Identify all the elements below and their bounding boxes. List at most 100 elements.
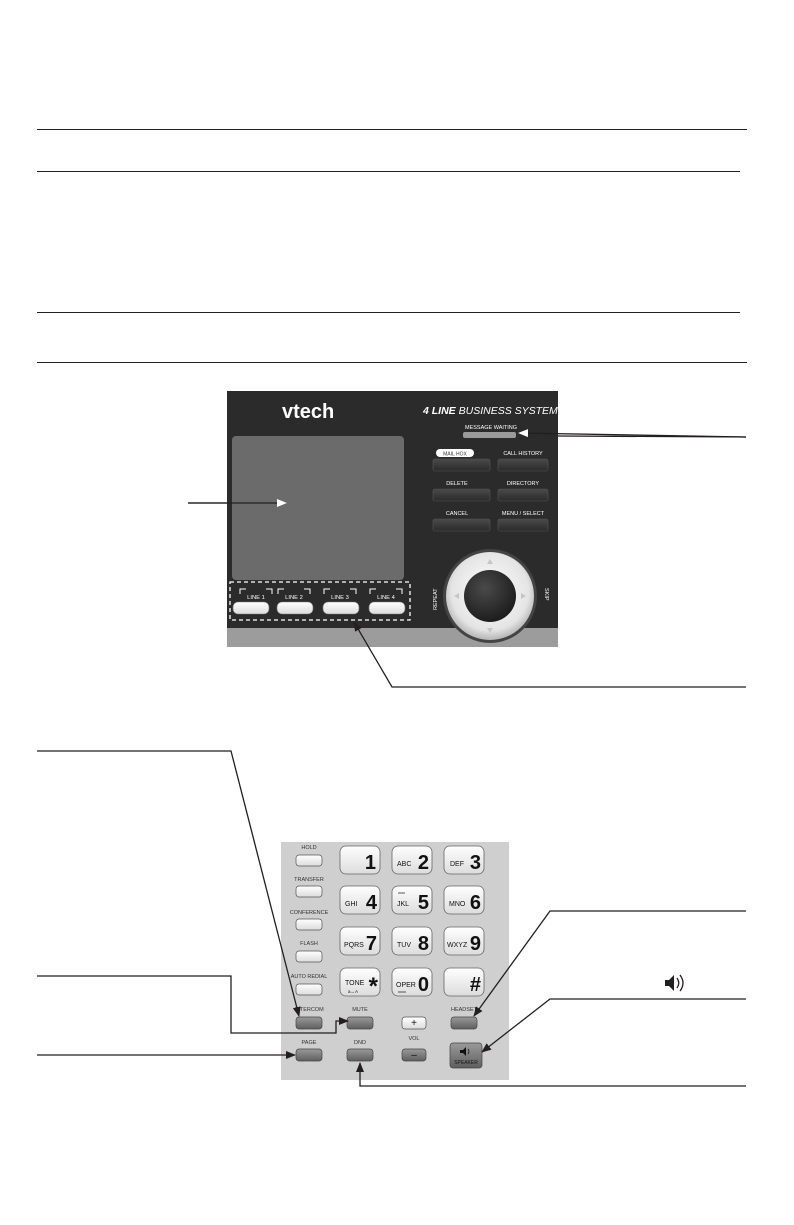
callout-intercom [37,750,301,1017]
svg-text:9: 9 [470,933,481,955]
menu-select-key[interactable]: MENU / SELECT [497,511,549,532]
dial-key-5[interactable]: JKL 5 [391,885,433,915]
section-rule-2 [37,362,747,363]
dial-key-1[interactable]: 1 [339,845,381,875]
repeat-label: REPEAT [433,588,439,610]
dial-key-3[interactable]: DEF 3 [443,845,485,875]
callout-dnd [356,1062,746,1087]
svg-text:INTERCOM: INTERCOM [294,1007,324,1013]
dnd-key[interactable]: DND [346,1040,374,1062]
section-rule-1 [37,312,740,313]
flash-key[interactable]: FLASH [295,941,323,963]
svg-text:1: 1 [365,852,376,874]
dial-key-7[interactable]: PQRS 7 [339,926,381,956]
svg-text:TRANSFER: TRANSFER [294,877,324,883]
svg-text:DND: DND [354,1040,366,1046]
phone-top-panel: vtech 4 LINE BUSINESS SYSTEM MESSAGE WAI… [227,391,558,647]
directory-key[interactable]: DIRECTORY [497,481,549,502]
line-keys-highlight-box [229,581,411,621]
svg-text:4: 4 [366,892,378,914]
svg-text:#: # [470,974,481,996]
nav-up-icon [487,559,493,564]
nav-left-icon [454,593,459,599]
line-4-key[interactable] [368,601,406,615]
svg-text:MAIL HOX: MAIL HOX [443,452,467,458]
line-3-key[interactable] [322,601,360,615]
svg-text:2: 2 [418,852,429,874]
volume-down-key[interactable]: – [401,1048,427,1062]
dial-key-6[interactable]: MNO 6 [443,885,485,915]
svg-text:AUTO REDIAL: AUTO REDIAL [291,974,328,980]
svg-text:ABC: ABC [397,861,411,868]
svg-text:DEF: DEF [450,861,464,868]
message-waiting-label: MESSAGE WAITING [465,425,517,431]
nav-right-icon [521,593,526,599]
speaker-key-icon [460,1047,470,1056]
svg-text:MENU / SELECT: MENU / SELECT [502,511,545,517]
delete-key[interactable]: DELETE [432,481,491,502]
line-3-label: LINE 3 [331,595,349,601]
mute-key[interactable]: MUTE [346,1007,374,1030]
callout-headset [473,910,746,1017]
message-waiting-indicator [463,432,516,438]
svg-text:SPEAKER: SPEAKER [454,1060,478,1066]
cancel-key[interactable]: CANCEL [432,511,491,532]
speaker-key[interactable]: SPEAKER [449,1042,483,1069]
svg-text:a↔A: a↔A [348,989,358,994]
dial-key-2[interactable]: ABC 2 [391,845,433,875]
svg-text:3: 3 [470,852,481,874]
svg-text:PAGE: PAGE [302,1040,317,1046]
svg-text:TONE: TONE [345,980,365,987]
callout-speaker [481,998,746,1053]
callout-mute [37,975,349,1034]
skip-label: SKIP [543,588,549,601]
svg-text:7: 7 [366,933,377,955]
svg-text:CONFERENCE: CONFERENCE [290,910,329,916]
page-key[interactable]: PAGE [295,1040,323,1062]
mailbox-key[interactable]: MAIL HOX [432,449,491,472]
svg-text:DIRECTORY: DIRECTORY [507,481,540,487]
conference-key[interactable]: CONFERENCE [290,910,329,931]
svg-text:HOLD: HOLD [301,845,316,851]
lcd-screen [232,436,404,580]
svg-text:+: + [411,1018,417,1029]
svg-text:6: 6 [470,892,481,914]
dial-key-0[interactable]: OPER 0 [391,967,433,997]
navigation-wheel[interactable] [443,549,537,643]
header-rule-2 [37,171,740,172]
phone-bottom-panel: HOLD TRANSFER CONFERENCE FLASH AUTO REDI… [281,842,509,1080]
svg-text:0: 0 [418,974,429,996]
svg-text:PQRS: PQRS [344,942,364,949]
svg-text:CALL HISTORY: CALL HISTORY [503,451,543,457]
svg-text:TUV: TUV [397,942,411,949]
select-center-button[interactable] [464,570,516,622]
line-4-label: LINE 4 [377,595,395,601]
svg-text:OPER: OPER [396,982,416,989]
dial-key-hash[interactable]: # [443,967,485,997]
svg-text:WXYZ: WXYZ [447,942,468,949]
call-history-key[interactable]: CALL HISTORY [497,451,549,472]
volume-label: VOL [408,1036,419,1042]
intercom-key[interactable]: INTERCOM [294,1007,324,1030]
dial-key-8[interactable]: TUV 8 [391,926,433,956]
headset-key[interactable]: HEADSET [450,1007,478,1030]
line-2-key[interactable] [276,601,314,615]
dial-key-4[interactable]: GHI 4 [339,885,381,915]
volume-up-key[interactable]: + [401,1016,427,1030]
transfer-key[interactable]: TRANSFER [294,877,324,898]
line-1-key[interactable] [232,601,270,615]
system-label: 4 LINE BUSINESS SYSTEM [422,405,558,417]
svg-text:MNO: MNO [449,901,466,908]
svg-text:DELETE: DELETE [446,481,468,487]
svg-text:MUTE: MUTE [352,1007,368,1013]
hold-key[interactable]: HOLD [295,845,323,867]
svg-text:5: 5 [418,892,429,914]
dial-key-9[interactable]: WXYZ 9 [443,926,485,956]
svg-text:8: 8 [418,933,429,955]
dial-key-star[interactable]: TONE a↔A * [339,967,381,1000]
callout-line-keys [353,621,746,688]
svg-text:CANCEL: CANCEL [446,511,468,517]
auto-redial-key[interactable]: AUTO REDIAL [291,974,328,996]
line-1-label: LINE 1 [247,595,265,601]
header-rule-1 [37,129,747,130]
